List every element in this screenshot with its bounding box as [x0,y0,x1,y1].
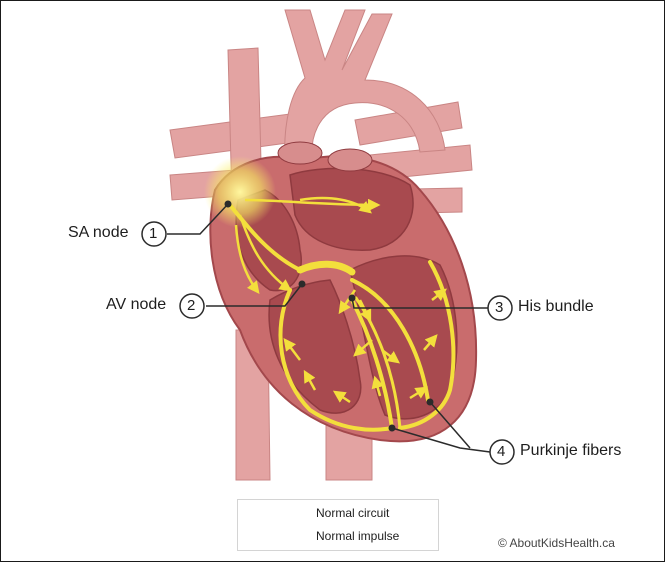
number-4: 4 [497,443,505,460]
number-1: 1 [149,225,157,242]
sa-node-dot [225,201,232,208]
purkinje-fibers-label: Purkinje fibers [520,442,621,460]
copyright-credit: © AboutKidsHealth.ca [498,536,615,550]
number-2: 2 [187,297,195,314]
av-node-dot [299,281,306,288]
purkinje-dot-1 [389,425,396,432]
purkinje-dot-2 [427,399,434,406]
sa-node-label: SA node [68,224,129,242]
legend-normal-circuit: Normal circuit [316,506,389,520]
his-bundle-label: His bundle [518,298,594,316]
av-node-label: AV node [106,296,166,314]
his-bundle-dot [349,295,356,302]
legend-normal-impulse: Normal impulse [316,529,399,543]
number-3: 3 [495,299,503,316]
